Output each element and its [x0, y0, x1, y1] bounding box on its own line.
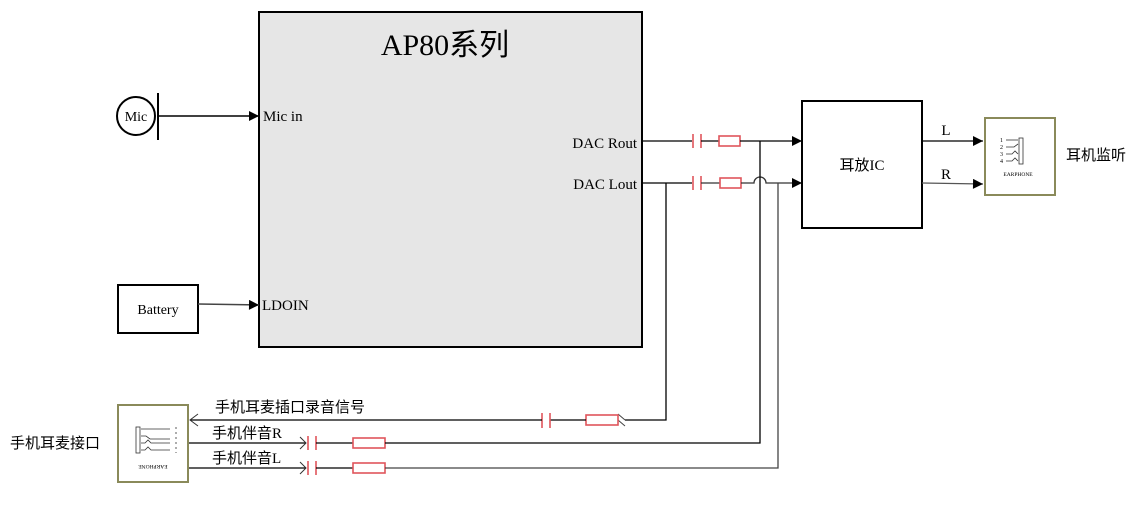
amp-label: 耳放IC — [839, 157, 884, 174]
record-signal-label: 手机耳麦插口录音信号 — [215, 399, 365, 416]
headphone-amp-ic: 耳放IC — [801, 100, 923, 229]
earphone-monitor-label: 耳机监听 — [1066, 147, 1126, 164]
resistor-icon — [719, 177, 742, 189]
capacitor-icon — [307, 461, 317, 475]
accomp-l-label: 手机伴音L — [212, 450, 281, 467]
resistor-icon — [718, 135, 741, 147]
amp-out-r-wire — [921, 178, 984, 189]
pin-mic-in: Mic in — [263, 109, 303, 125]
capacitor-icon — [692, 134, 702, 148]
battery-wire — [197, 299, 260, 310]
amp-out-r-label: R — [941, 167, 951, 183]
battery-label: Battery — [137, 303, 178, 318]
pin-number: 4 — [1000, 159, 1003, 165]
resistor-icon — [352, 462, 386, 474]
capacitor-icon — [692, 176, 702, 190]
earphone-icon-text: EARPHONE — [1003, 172, 1033, 178]
battery-block: Battery — [117, 284, 199, 334]
resistor-icon — [585, 414, 619, 426]
dac-rout-path — [642, 134, 802, 148]
mic-label: Mic — [125, 110, 148, 125]
capacitor-icon — [307, 436, 317, 450]
earphone-monitor-icon: 1 2 3 4 EARPHONE — [984, 117, 1056, 196]
ap80-chip: AP80系列 Mic in LDOIN DAC Rout DAC Lout — [258, 11, 643, 348]
amp-out-l-label: L — [941, 123, 950, 139]
record-signal-path — [189, 183, 667, 428]
pin-number: 3 — [1000, 152, 1003, 158]
capacitor-icon — [541, 413, 551, 428]
phone-jack-label: 手机耳麦接口 — [10, 435, 100, 452]
accomp-r-label: 手机伴音R — [212, 425, 282, 442]
pin-ldoin: LDOIN — [262, 298, 309, 314]
resistor-icon — [352, 437, 386, 449]
mic-icon: Mic — [116, 93, 159, 140]
jack-icon-text: EARPHONE — [138, 463, 168, 469]
chip-title: AP80系列 — [381, 29, 509, 62]
pin-dac-rout: DAC Rout — [572, 136, 637, 152]
phone-jack-icon: EARPHONE — [117, 404, 189, 483]
accomp-l-path — [188, 183, 779, 475]
pin-number: 2 — [1000, 145, 1003, 151]
accomp-r-path — [188, 141, 761, 450]
pin-number: 1 — [1000, 138, 1003, 144]
pin-dac-lout: DAC Lout — [573, 177, 638, 193]
